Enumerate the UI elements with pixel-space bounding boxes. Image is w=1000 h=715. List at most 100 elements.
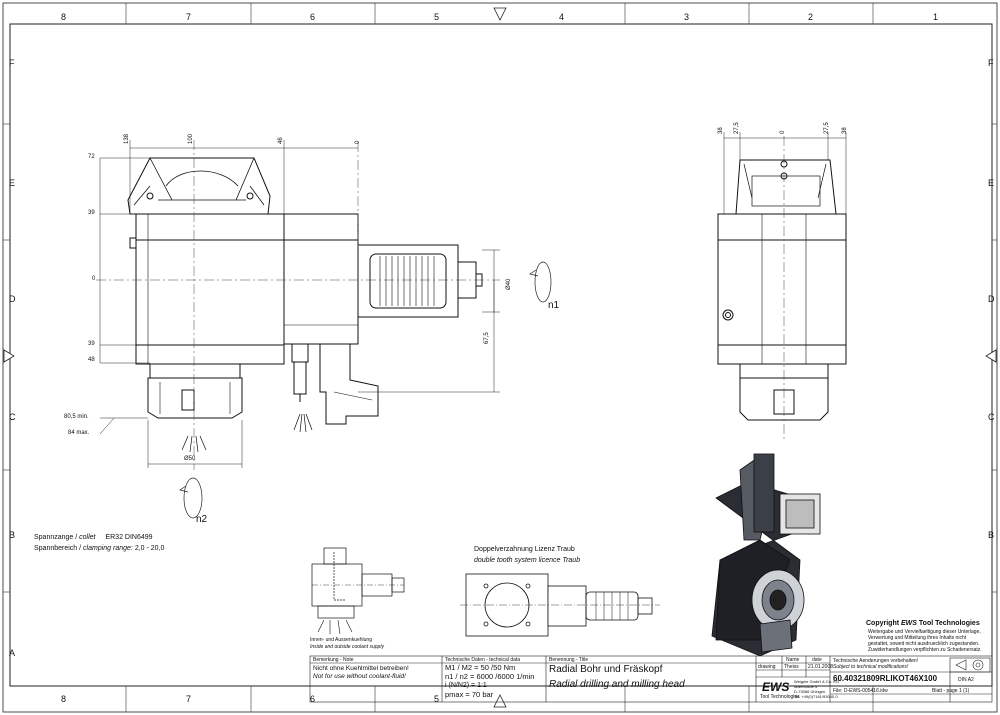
grid-row-c: C <box>9 412 16 422</box>
grid-col-3: 3 <box>684 12 690 22</box>
coolant-caption-en: Inside and outside coolant supply <box>310 644 384 650</box>
grid-row-e: E <box>9 178 16 188</box>
dim-0-top: 0 <box>355 140 361 144</box>
collet-spec-line2: Spannbereich / clamping range: 2,0 - 20,… <box>34 545 164 552</box>
coolant-sketch <box>311 547 405 635</box>
copyright-line-2: Verwertung und Mitteilung ihres Inhalts … <box>868 635 967 641</box>
grid-col-5-bottom: 5 <box>434 694 440 704</box>
side-dim-38-right: 38 <box>842 127 848 134</box>
gear-caption-de: Doppelverzahnung Lizenz Traub <box>474 546 575 553</box>
dim-80-5-min: 80,5 min. <box>64 414 89 420</box>
side-view <box>717 136 847 440</box>
front-view <box>127 157 483 453</box>
drawn-by: Theiss <box>784 664 799 670</box>
grid-col-1: 1 <box>933 12 939 22</box>
dim-39-top: 39 <box>88 210 95 216</box>
grid-row-b-right: B <box>988 530 995 540</box>
copyright-line-4: Zuwiderhandlungen verpflichten zu Schade… <box>868 647 982 653</box>
dim-48: 48 <box>88 357 95 363</box>
grid-col-2: 2 <box>808 12 814 22</box>
grid-col-8: 8 <box>61 12 67 22</box>
copyright-line-1: Weitergabe und Vervielfaeltigung dieser … <box>868 629 981 635</box>
grid-ticks <box>3 3 997 712</box>
rotation-label-n2: n2 <box>196 514 208 525</box>
change-de: Technische Aenderungen vorbehalten! <box>833 658 919 664</box>
collet-spec-line1: Spannzange / collet ER32 DIN6499 <box>34 534 153 541</box>
grid-col-5: 5 <box>434 12 440 22</box>
coolant-caption-de: Innen- und Aussenkuehlung <box>310 637 372 643</box>
side-dim-0: 0 <box>780 130 786 134</box>
grid-row-e-right: E <box>988 178 995 188</box>
grid-row-a: A <box>9 648 16 658</box>
side-dimension-lines <box>723 132 847 214</box>
grid-col-7: 7 <box>186 12 192 22</box>
file-name: File: D-EWS-005416.idw <box>833 688 888 694</box>
title-block-lines <box>309 655 993 703</box>
sheet-format: DIN A2 <box>958 677 974 683</box>
company-address-1: Weigele GmbH & Co. KG <box>794 679 840 684</box>
dim-100: 100 <box>188 133 194 144</box>
note-header: Bemerkung - Note <box>313 657 354 663</box>
change-en: Subject to technical modifications! <box>833 664 909 670</box>
centering-marks <box>3 7 997 708</box>
title-header: Benennung - Title <box>549 657 589 663</box>
grid-row-d-right: D <box>988 294 995 304</box>
front-dimension-lines <box>99 140 500 468</box>
clamping-label-en: clamping range: <box>83 545 133 552</box>
tech-ratio: i (N/N2) = 1:1 <box>445 682 487 689</box>
dim-0-left: 0 <box>92 276 96 282</box>
grid-col-7-bottom: 7 <box>186 694 192 704</box>
tech-torque: M1 / M2 = 50 /50 Nm <box>445 663 516 672</box>
company-address-2: Maierhalde 4 <box>794 684 818 689</box>
copyright-suffix: Tool Technologies <box>918 620 980 627</box>
copyright-line-3: gestattet, soweit nicht ausdruecklich zu… <box>868 641 980 647</box>
collet-label-en: collet <box>79 534 96 541</box>
dim-138: 138 <box>124 133 130 144</box>
company-address-3: D-73066 Uhingen <box>794 689 826 694</box>
dim-diameter-40: Ø40 <box>506 278 512 290</box>
gear-sketch <box>460 573 660 637</box>
grid-col-6: 6 <box>310 12 316 22</box>
row-label-name: Name <box>786 657 800 663</box>
row-label-date: date <box>812 657 822 663</box>
clamping-label-de: Spannbereich / <box>34 545 82 552</box>
company-sub: Tool Technologies <box>760 694 800 700</box>
isometric-render <box>711 453 821 657</box>
part-number: 60.40321809RLIKOT46X100 <box>833 674 938 683</box>
dim-72: 72 <box>88 154 95 160</box>
company-address-4: Tel. +49(0)7161/93040-0 <box>794 694 838 699</box>
collet-value: ER32 DIN6499 <box>105 534 153 541</box>
grid-col-8-bottom: 8 <box>61 694 67 704</box>
row-label-drawing: drawing <box>758 664 776 670</box>
note-en: Not for use without coolant-fluid! <box>313 673 406 680</box>
clamping-value: 2,0 - 20,0 <box>134 545 165 552</box>
tech-header: Technische Daten - technical data <box>445 657 521 663</box>
sheet-page: Blatt - page 1 (1) <box>932 688 970 694</box>
dim-diameter-50: Ø50 <box>184 456 196 462</box>
dim-46: 46 <box>278 137 284 144</box>
dim-39-bottom: 39 <box>88 341 95 347</box>
copyright-brand: EWS <box>901 620 917 627</box>
center-lines <box>96 140 500 470</box>
tech-speed: n1 / n2 = 6000 /6000 1/min <box>445 672 535 681</box>
copyright-heading: Copyright EWS Tool Technologies <box>866 620 980 627</box>
title-de: Radial Bohr und Fräskopf <box>549 664 663 675</box>
grid-row-d: D <box>9 294 16 304</box>
side-dim-27-5-left: 27,5 <box>734 122 740 134</box>
grid-col-4: 4 <box>559 12 565 22</box>
collet-label-de: Spannzange / <box>34 534 78 541</box>
note-de: Nicht ohne Kuehlmittel betreiben! <box>313 665 409 672</box>
grid-col-6-bottom: 6 <box>310 694 316 704</box>
grid-row-c-right: C <box>988 412 995 422</box>
tech-pressure: pmax = 70 bar <box>445 690 494 699</box>
grid-row-f-right: F <box>988 58 994 68</box>
rotation-arrows <box>179 261 552 519</box>
side-dim-38-left: 38 <box>718 127 724 134</box>
drawing-date: 21.01.2008 <box>808 664 834 670</box>
grid-row-b: B <box>9 530 16 540</box>
grid-row-f: F <box>9 58 15 68</box>
rotation-label-n1: n1 <box>548 300 560 311</box>
copyright-prefix: Copyright <box>866 620 900 627</box>
gear-caption-en: double tooth system licence Traub <box>474 557 581 564</box>
